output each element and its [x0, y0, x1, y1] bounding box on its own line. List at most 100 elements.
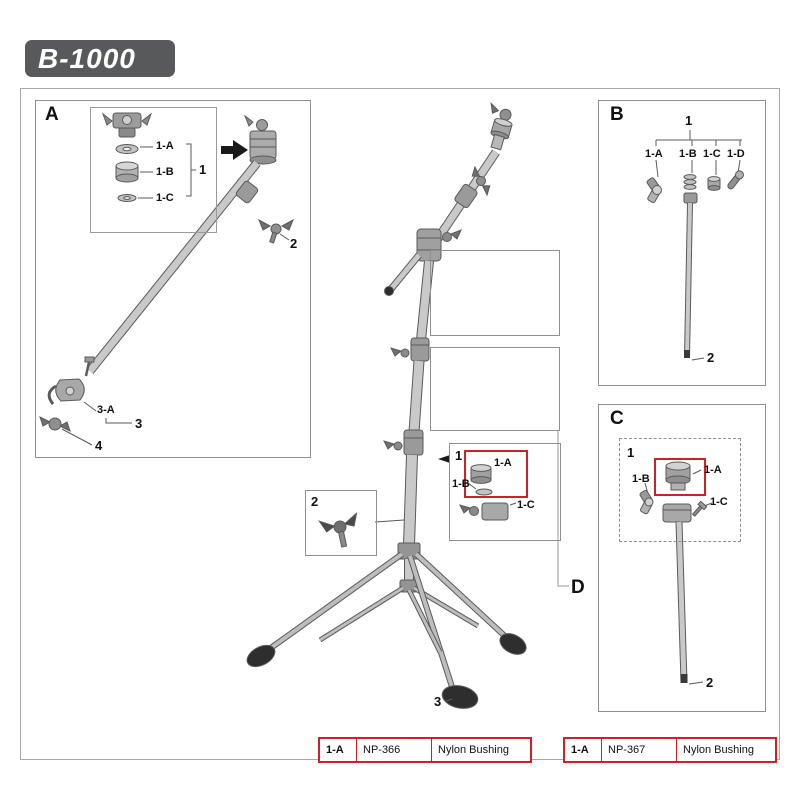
felt-cylinder-icon [115, 161, 139, 183]
tilter-detail-art [438, 455, 517, 521]
leader-2-b [691, 357, 705, 361]
washer-icon [115, 144, 139, 154]
callout-m-1: 1 [455, 448, 463, 463]
right-leg [414, 552, 509, 640]
counterweight-tip [384, 286, 394, 296]
tilter-body-icon-c [662, 503, 692, 523]
leader-lines [138, 146, 153, 199]
leader-2-c [688, 681, 704, 685]
callout-a-1b: 1-B [156, 166, 174, 178]
rubber-foot-left-icon [246, 644, 276, 668]
leader-3 [445, 698, 453, 702]
panel-b-frame [598, 100, 766, 386]
panel-a-art [39, 112, 294, 446]
pipe-joint-lower-icon [383, 429, 424, 456]
parts-table-np367: 1-A NP-367 Nylon Bushing [563, 737, 777, 763]
main-highlight-box [464, 450, 528, 498]
boom-clamp-icon [416, 228, 462, 262]
tilter-detail-box [449, 443, 561, 541]
model-title: B-1000 [38, 42, 136, 74]
callout-a-4: 4 [95, 438, 103, 453]
pipe-joint-upper-icon [390, 337, 430, 362]
nylon-bushing-icon-c [665, 461, 691, 491]
parts-table-description-cell: Nylon Bushing [683, 744, 754, 756]
boom-wing-bolt-icon [471, 165, 491, 197]
left-leg [266, 552, 404, 652]
callout-m-1b: 1-B [452, 478, 470, 490]
callout-m-1a: 1-A [494, 457, 512, 469]
parts-table-ref-cell: 1-A [565, 739, 602, 761]
wing-bolt-large-icon [318, 511, 358, 548]
callout-m-3: 3 [434, 694, 442, 709]
bracket-1 [186, 143, 196, 197]
pipe2 [409, 360, 424, 433]
panel-d-label: D [571, 577, 585, 598]
tilter-body-icon-main [459, 502, 509, 521]
hook-clamp-icon [47, 356, 95, 405]
spring-icon [683, 174, 697, 190]
stand-section-box-upper [430, 250, 560, 336]
leader-lines-detail [467, 482, 517, 506]
leader-lines-b [655, 159, 741, 178]
callout-b-1d: 1-D [727, 148, 745, 160]
callout-a-2: 2 [290, 236, 298, 251]
panel-c-art [639, 461, 713, 685]
callout-b-1b: 1-B [679, 148, 697, 160]
main-stand-art [246, 101, 527, 709]
small-washer-icon [117, 194, 137, 202]
cymbal-tilter-icon [490, 101, 513, 151]
panel-c-label: C [610, 408, 624, 429]
panel-a-label: A [45, 104, 59, 125]
callout-b-1a: 1-A [645, 148, 663, 160]
callout-c-1: 1 [627, 445, 635, 460]
rubber-foot-right-icon [499, 633, 527, 655]
boom-tilter-joint-icon [235, 180, 259, 204]
callout-c-1c: 1-C [710, 496, 728, 508]
parts-table-number-cell: NP-366 [357, 739, 432, 761]
wing-nut-icon [101, 112, 153, 138]
washer-icon-main [475, 488, 493, 496]
callout-c-1b: 1-B [632, 473, 650, 485]
parts-table-ref-cell: 1-A [320, 739, 357, 761]
parts-table-number-cell: NP-367 [602, 739, 677, 761]
nylon-bushing-icon-main [470, 464, 492, 484]
arrow-left-icon [438, 455, 450, 463]
panel-c-highlight-box [654, 458, 706, 496]
rod-c [676, 521, 687, 683]
counterweight-arm [389, 253, 421, 291]
pipe3 [404, 454, 417, 546]
arrow-right-icon [221, 140, 248, 160]
boom-mid-joint-icon [454, 183, 478, 209]
wing-nut-4-icon [39, 416, 71, 432]
callout-m-1c: 1-C [517, 499, 535, 511]
callout-b-2: 2 [707, 350, 715, 365]
d-connector-line [557, 430, 569, 587]
panel-c-frame [598, 404, 766, 712]
hinge-clamp-icon [646, 177, 662, 204]
model-title-banner: B-1000 [25, 40, 175, 77]
leader-lines-3-4 [61, 401, 132, 446]
panel-a-exploded-box [90, 107, 217, 233]
panel-c-dashed-group-box [619, 438, 741, 542]
yoke-icon [683, 192, 698, 204]
panel-b-label: B [610, 104, 624, 125]
stand-section-box-lower [430, 347, 560, 431]
bushing-icon-b [707, 176, 721, 191]
callout-c-1a: 1-A [704, 464, 722, 476]
callout-m-2: 2 [311, 494, 319, 509]
leader-2 [279, 233, 290, 241]
callout-b-1: 1 [685, 113, 693, 128]
callout-b-1c: 1-C [703, 148, 721, 160]
pipe1 [417, 260, 433, 341]
boom-arm [87, 160, 260, 374]
lever-icon [727, 170, 744, 190]
callout-a-3: 3 [135, 416, 143, 431]
parts-table-description-cell: Nylon Bushing [438, 744, 509, 756]
rubber-foot-front-icon [441, 685, 479, 709]
panel-b-art [646, 130, 744, 361]
callout-a-3a: 3-A [97, 404, 115, 416]
front-leg [408, 555, 455, 691]
front-brace [407, 589, 442, 653]
